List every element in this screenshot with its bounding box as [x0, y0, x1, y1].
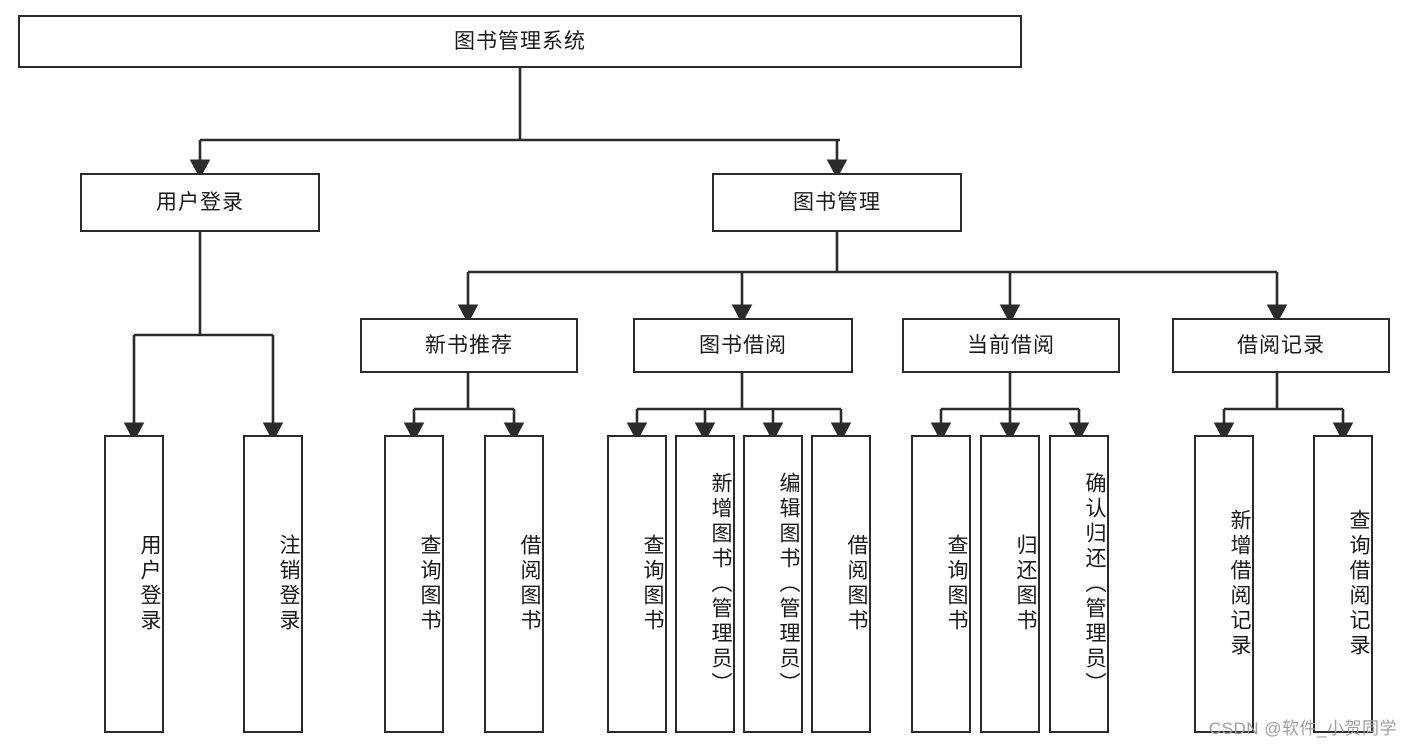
node-label: 注销登录	[277, 534, 300, 634]
node-label: 查询图书	[641, 534, 664, 634]
node-leaf-borrow-book-recommend[interactable]: 借阅图书	[484, 435, 544, 733]
node-book-borrow[interactable]: 图书借阅	[633, 318, 853, 373]
node-label: 图书借阅	[699, 333, 787, 357]
node-leaf-confirm-return-admin[interactable]: 确认归还（管理员）	[1049, 435, 1109, 733]
node-label: 图书管理系统	[454, 29, 586, 53]
node-new-book-recommend[interactable]: 新书推荐	[360, 318, 578, 373]
node-label: 借阅记录	[1237, 333, 1325, 357]
node-leaf-edit-book-admin[interactable]: 编辑图书（管理员）	[743, 435, 803, 733]
node-book-management[interactable]: 图书管理	[712, 173, 962, 232]
node-label: 归还图书	[1014, 534, 1037, 634]
node-label: 确认归还（管理员）	[1083, 471, 1106, 697]
node-label: 借阅图书	[518, 534, 541, 634]
node-root-system[interactable]: 图书管理系统	[18, 15, 1022, 68]
node-label: 当前借阅	[967, 333, 1055, 357]
node-label: 查询图书	[945, 534, 968, 634]
watermark-text: CSDN @软件_小贺同学	[1208, 719, 1397, 738]
node-leaf-add-borrow-record[interactable]: 新增借阅记录	[1194, 435, 1254, 733]
node-label: 新书推荐	[425, 333, 513, 357]
node-label: 借阅图书	[845, 534, 868, 634]
node-label: 新增图书（管理员）	[709, 471, 732, 697]
node-label: 查询借阅记录	[1347, 509, 1370, 659]
node-label: 查询图书	[418, 534, 441, 634]
node-label: 用户登录	[156, 190, 244, 214]
node-user-login[interactable]: 用户登录	[80, 173, 320, 232]
node-borrow-record[interactable]: 借阅记录	[1172, 318, 1390, 373]
node-current-borrow[interactable]: 当前借阅	[902, 318, 1120, 373]
node-label: 图书管理	[793, 190, 881, 214]
node-leaf-user-login[interactable]: 用户登录	[104, 435, 164, 733]
node-leaf-query-book-borrow[interactable]: 查询图书	[607, 435, 667, 733]
node-label: 新增借阅记录	[1228, 509, 1251, 659]
node-leaf-add-book-admin[interactable]: 新增图书（管理员）	[675, 435, 735, 733]
node-leaf-query-borrow-record[interactable]: 查询借阅记录	[1313, 435, 1373, 733]
node-leaf-return-book[interactable]: 归还图书	[980, 435, 1040, 733]
node-leaf-query-book-recommend[interactable]: 查询图书	[384, 435, 444, 733]
node-leaf-query-book-current[interactable]: 查询图书	[911, 435, 971, 733]
node-leaf-logout[interactable]: 注销登录	[243, 435, 303, 733]
node-leaf-borrow-book[interactable]: 借阅图书	[811, 435, 871, 733]
node-label: 编辑图书（管理员）	[777, 471, 800, 697]
node-label: 用户登录	[138, 534, 161, 634]
